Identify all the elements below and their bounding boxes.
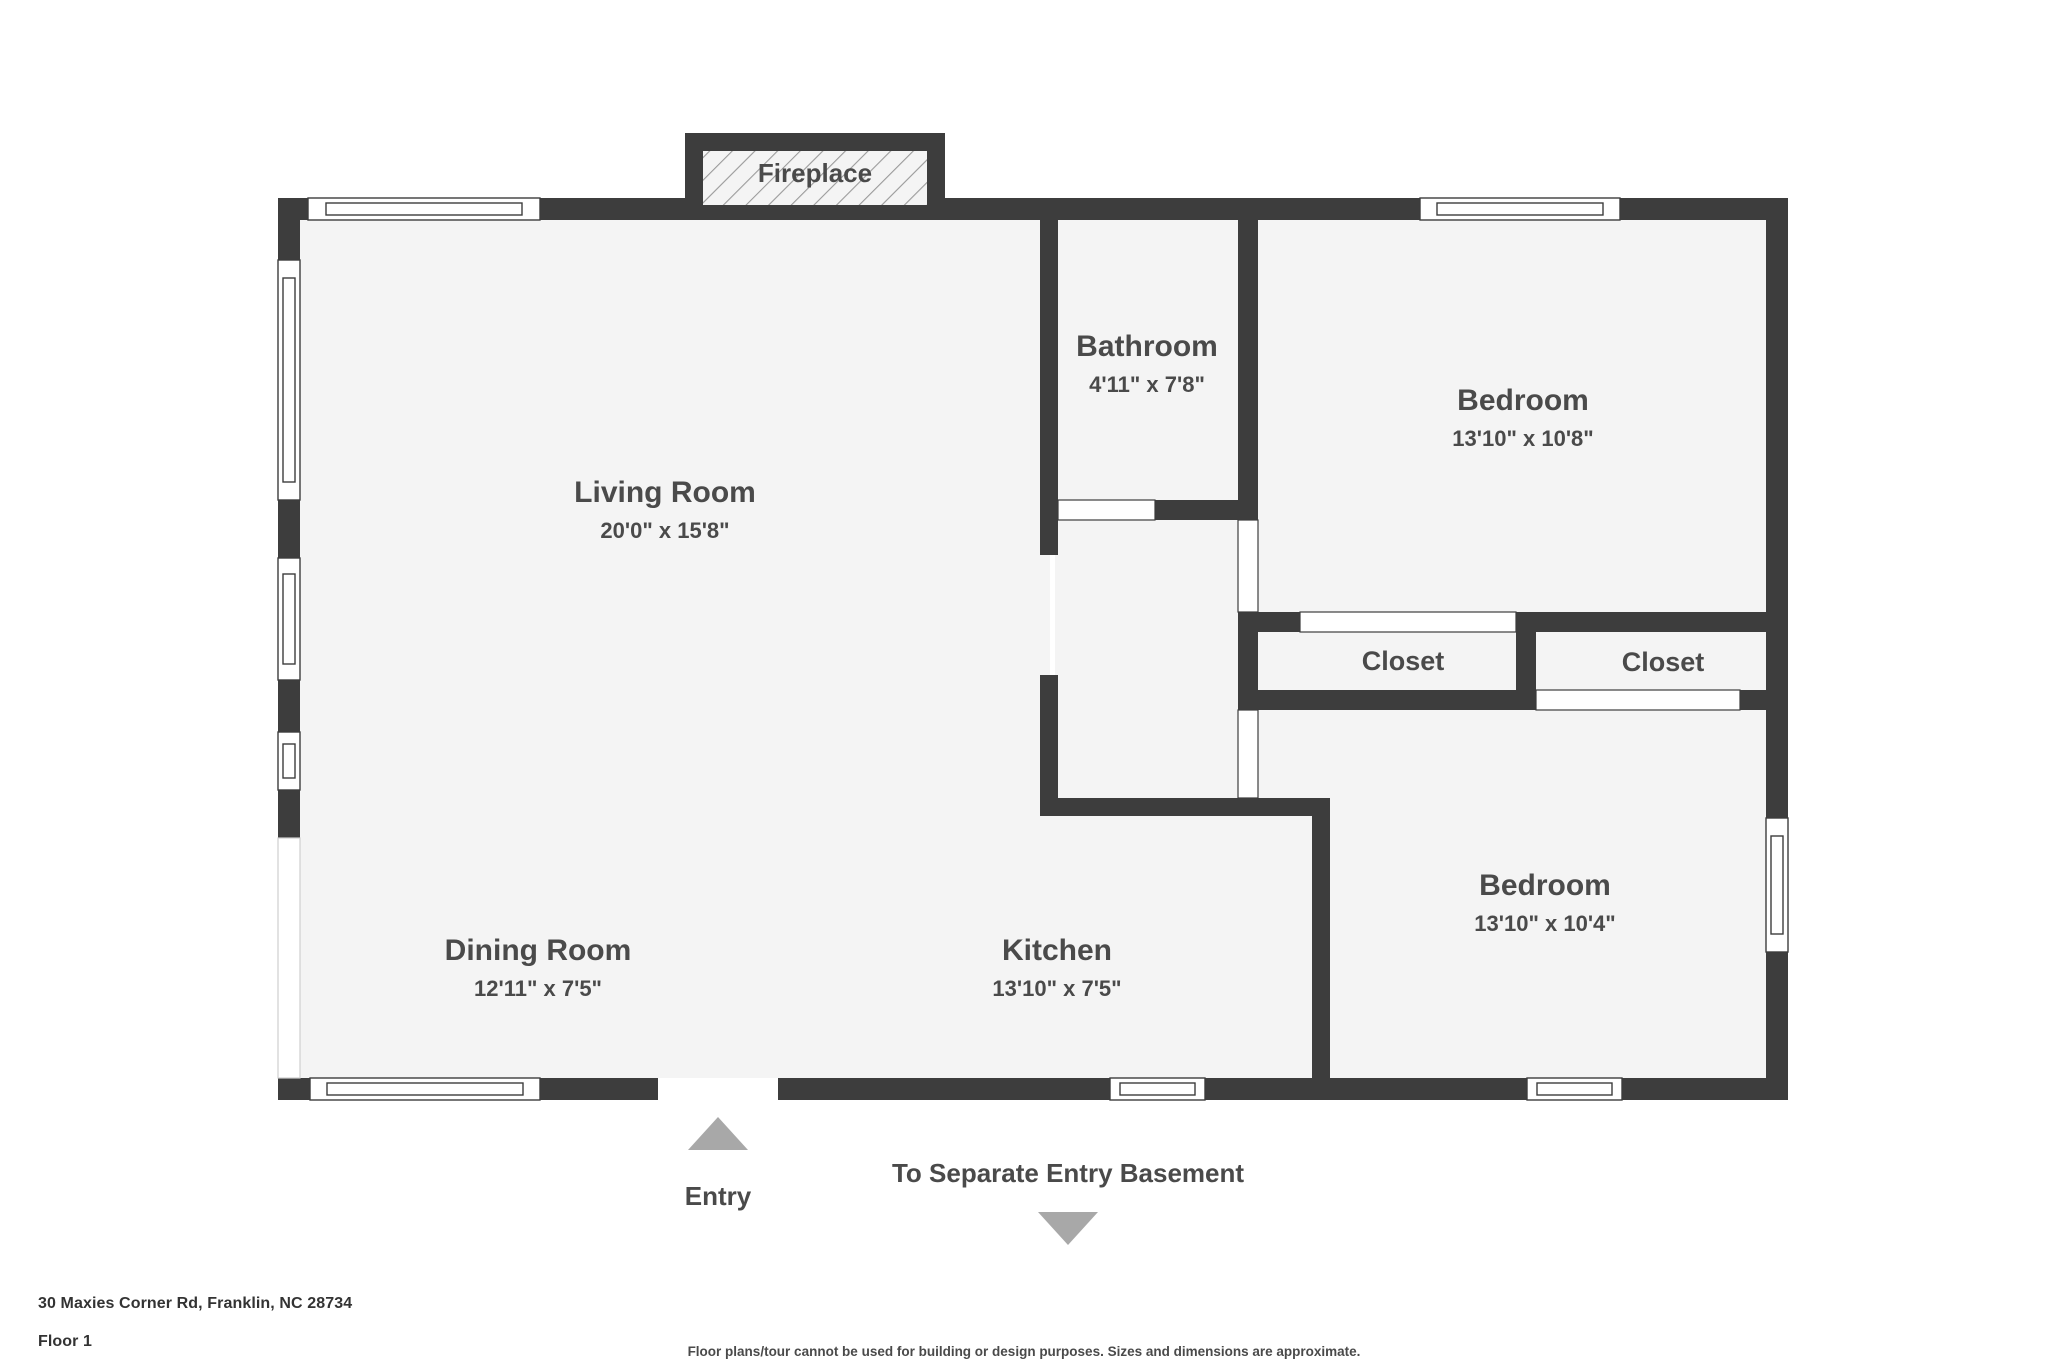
- window-left-1: [277, 259, 301, 501]
- wall-closet-bottom-right: [1740, 690, 1788, 710]
- floor-label: Floor 1: [38, 1333, 93, 1350]
- door-bottom-entry: [658, 1078, 778, 1100]
- dining-room-dims: 12'11" x 7'5": [474, 976, 602, 1001]
- entry-up-triangle-icon: [688, 1117, 748, 1150]
- bedroom-top-name: Bedroom: [1457, 384, 1589, 417]
- bedroom-bottom-dims: 13'10" x 10'4": [1474, 911, 1615, 936]
- window-left-4: [277, 837, 301, 1079]
- entry-label: Entry: [685, 1181, 752, 1211]
- footer: 30 Maxies Corner Rd, Franklin, NC 28734 …: [38, 1295, 938, 1351]
- bathroom-dims: 4'11" x 7'8": [1089, 372, 1205, 397]
- window-left-3: [277, 731, 301, 791]
- window-bottom-kitchen: [1109, 1077, 1206, 1101]
- door-bedroom-top: [1237, 519, 1259, 613]
- wall-left-seg-2: [278, 500, 300, 558]
- wall-closet-left: [1238, 612, 1258, 710]
- wall-bottom-seg-b: [540, 1078, 658, 1100]
- window-top-living: [307, 197, 541, 221]
- door-openings: [1057, 499, 1741, 799]
- wall-closet-bottom-left: [1238, 690, 1536, 710]
- wall-kitchen-top: [1040, 798, 1330, 816]
- window-right-bedroom: [1765, 817, 1789, 953]
- wall-right-seg-1: [1766, 198, 1788, 818]
- wall-right-seg-2: [1766, 952, 1788, 1100]
- wall-top-segment-d: [1620, 198, 1788, 220]
- kitchen-name: Kitchen: [1002, 934, 1112, 967]
- wall-left-seg-4: [278, 790, 300, 838]
- room-fills: [280, 205, 1780, 1100]
- wall-bottom-seg-e: [1622, 1078, 1788, 1100]
- living-room-dims: 20'0" x 15'8": [600, 518, 729, 543]
- wall-bottom-seg-a: [278, 1078, 310, 1100]
- door-closet-right: [1535, 689, 1741, 711]
- bathroom-fill: [1055, 205, 1240, 510]
- wall-left-seg-3: [278, 680, 300, 732]
- door-bedroom-bottom: [1237, 709, 1259, 799]
- interior-walls: [1040, 205, 1788, 1080]
- living-dining-fill: [280, 205, 1050, 1100]
- wall-bottom-seg-c: [778, 1078, 1110, 1100]
- property-address: 30 Maxies Corner Rd, Franklin, NC 28734: [38, 1295, 353, 1312]
- window-left-2: [277, 557, 301, 681]
- living-room-name: Living Room: [574, 476, 756, 509]
- bedroom-top-dims: 13'10" x 10'8": [1452, 426, 1593, 451]
- kitchen-dims: 13'10" x 7'5": [992, 976, 1121, 1001]
- wall-bathroom-right: [1238, 205, 1258, 510]
- hallway-fill: [1055, 510, 1240, 810]
- fireplace: Fireplace: [685, 133, 945, 205]
- bathroom-name: Bathroom: [1076, 330, 1218, 363]
- room-labels: Living Room 20'0" x 15'8" Bathroom 4'11"…: [445, 330, 1705, 1001]
- disclaimer-text: Floor plans/tour cannot be used for buil…: [687, 1344, 1361, 1359]
- entry-marker: Entry: [685, 1117, 752, 1211]
- basement-entry-label: To Separate Entry Basement: [892, 1158, 1244, 1188]
- fireplace-label: Fireplace: [758, 158, 872, 188]
- windows: [277, 197, 1789, 1101]
- wall-hall-left: [1040, 675, 1058, 815]
- window-bottom-dining: [309, 1077, 541, 1101]
- door-closet-left: [1299, 611, 1517, 633]
- bedroom-bottom-name: Bedroom: [1479, 869, 1611, 902]
- window-top-bedroom: [1419, 197, 1621, 221]
- basement-down-triangle-icon: [1038, 1212, 1098, 1245]
- wall-kitchen-right: [1312, 798, 1330, 1080]
- wall-closet-top-right: [1516, 612, 1788, 632]
- wall-bottom-seg-d: [1205, 1078, 1527, 1100]
- wall-closet-divider: [1516, 612, 1536, 708]
- window-bottom-bedroom: [1526, 1077, 1623, 1101]
- fireplace-hatch: [703, 151, 927, 205]
- door-bathroom: [1057, 499, 1156, 521]
- basement-entry-marker: To Separate Entry Basement: [892, 1158, 1244, 1245]
- exterior-walls: [278, 198, 1788, 1100]
- closet-left-label: Closet: [1362, 646, 1445, 676]
- dining-room-name: Dining Room: [445, 934, 632, 967]
- wall-left-seg-1: [278, 198, 300, 260]
- wall-top-segment-c: [1050, 198, 1420, 220]
- closet-right-label: Closet: [1622, 647, 1705, 677]
- wall-bathroom-bottom: [1155, 500, 1258, 520]
- wall-living-right-upper: [1040, 205, 1058, 555]
- bedroom-top-fill: [1240, 205, 1780, 615]
